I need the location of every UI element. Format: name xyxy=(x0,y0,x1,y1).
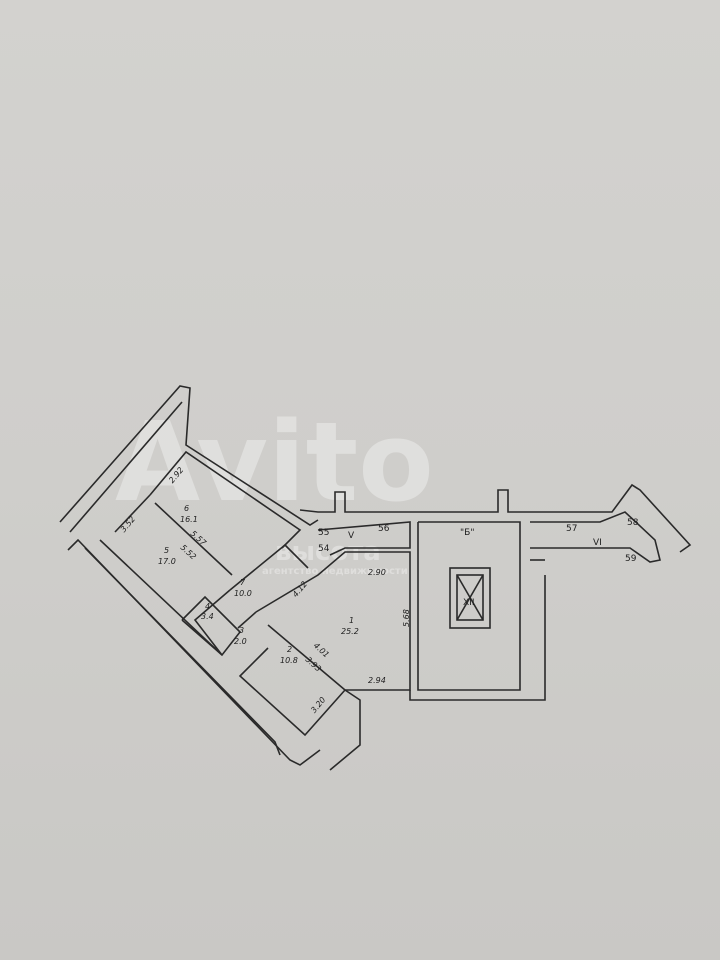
window-number: 59 xyxy=(625,554,637,564)
window-number: 56 xyxy=(378,524,390,534)
room-4: 4 3.4 xyxy=(201,602,214,621)
room-1: 1 25.2 xyxy=(341,616,359,636)
room-number: 7 xyxy=(240,578,246,587)
room-number: 4 xyxy=(205,602,210,611)
room-area: 25.2 xyxy=(341,627,359,636)
common-area-labels: V "Б" VI XII 55 54 56 57 58 59 xyxy=(318,518,639,608)
watermark-agency-sub: агентство недвижимости xyxy=(262,566,408,577)
corridor-vi-label: VI xyxy=(593,538,602,548)
room-area: 10.0 xyxy=(234,589,252,598)
room-3: 3 2.0 xyxy=(234,626,247,646)
room-area: 3.4 xyxy=(201,612,214,621)
room-5: 5 17.0 xyxy=(158,546,176,566)
watermark-brand: Avito xyxy=(115,398,434,526)
room-number: 3 xyxy=(239,626,244,635)
window-number: 58 xyxy=(627,518,639,528)
dimension: 3.93 xyxy=(304,655,323,674)
room-labels: 6 16.1 5 17.0 7 10.0 4 3.4 3 2.0 2 10.8 … xyxy=(158,504,359,665)
dimension: 2.90 xyxy=(368,568,386,577)
stair-hall-label: "Б" xyxy=(460,528,474,538)
room-2: 2 10.8 xyxy=(280,645,298,665)
room-area: 2.0 xyxy=(234,637,247,646)
dimension: 2.94 xyxy=(368,676,386,685)
room-area: 10.8 xyxy=(280,656,298,665)
watermark: Avito высота агентство недвижимости xyxy=(115,398,434,577)
room-6: 6 16.1 xyxy=(180,504,198,524)
room-number: 1 xyxy=(349,616,354,625)
room-7: 7 10.0 xyxy=(234,578,252,598)
lift-label: XII xyxy=(463,598,474,608)
room-number: 2 xyxy=(287,645,292,654)
room-area: 17.0 xyxy=(158,557,176,566)
dimension: 5.57 xyxy=(189,529,209,548)
walls xyxy=(59,385,692,771)
corridor-v-label: V xyxy=(348,531,355,541)
dimension: 5.52 xyxy=(179,543,198,562)
window-number: 55 xyxy=(318,528,329,538)
room-number: 6 xyxy=(184,504,189,513)
dimension: 4.01 xyxy=(312,641,331,660)
room-area: 16.1 xyxy=(180,515,198,524)
dimension: 5.68 xyxy=(402,609,411,627)
window-number: 54 xyxy=(318,544,330,554)
window-number: 57 xyxy=(566,524,577,534)
room-number: 5 xyxy=(164,546,169,555)
